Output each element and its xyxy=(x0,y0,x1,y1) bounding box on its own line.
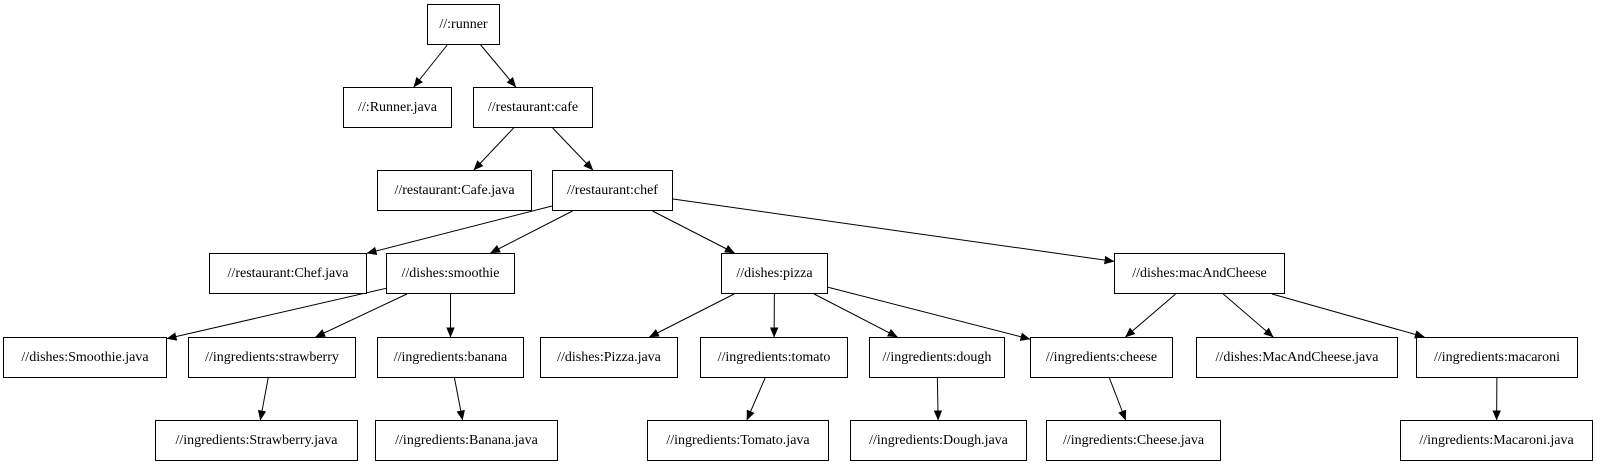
graph-node-chef: //restaurant:chef xyxy=(552,170,673,211)
graph-node-tomato: //ingredients:tomato xyxy=(700,337,848,378)
graph-edge-chef-to-chef-java xyxy=(366,205,553,256)
graph-edge-cafe-to-cafe-java xyxy=(473,127,514,171)
graph-node-mac-and-cheese-java: //dishes:MacAndCheese.java xyxy=(1196,337,1398,378)
graph-node-dough-java: //ingredients:Dough.java xyxy=(850,420,1027,461)
graph-node-smoothie-java: //dishes:Smoothie.java xyxy=(3,337,167,378)
graph-node-cafe-java: //restaurant:Cafe.java xyxy=(377,170,532,211)
graph-edge-banana-to-banana-java xyxy=(453,377,465,421)
graph-edge-mac-and-cheese-to-macaroni xyxy=(1271,293,1425,339)
graph-node-dough: //ingredients:dough xyxy=(869,337,1005,378)
graph-edge-dough-to-dough-java xyxy=(933,377,943,421)
graph-edge-cheese-to-cheese-java xyxy=(1108,377,1127,421)
graph-edge-pizza-to-cheese xyxy=(827,286,1031,341)
graph-node-macaroni: //ingredients:macaroni xyxy=(1416,337,1578,378)
graph-edge-pizza-to-pizza-java xyxy=(648,293,735,338)
graph-node-macaroni-java: //ingredients:Macaroni.java xyxy=(1400,420,1593,461)
graph-edge-runner-to-runner-java xyxy=(413,44,448,88)
graph-node-cafe: //restaurant:cafe xyxy=(473,87,593,128)
graph-node-cheese-java: //ingredients:Cheese.java xyxy=(1046,420,1221,461)
graph-edge-chef-to-smoothie xyxy=(490,210,573,254)
graph-node-tomato-java: //ingredients:Tomato.java xyxy=(647,420,829,461)
graph-node-strawberry-java: //ingredients:Strawberry.java xyxy=(155,420,358,461)
graph-node-runner-java: //:Runner.java xyxy=(343,87,452,128)
graph-node-banana-java: //ingredients:Banana.java xyxy=(375,420,558,461)
graph-edges xyxy=(166,44,1501,421)
graph-edge-smoothie-to-strawberry xyxy=(315,293,408,338)
graph-edge-smoothie-to-smoothie-java xyxy=(166,287,387,341)
graph-node-banana: //ingredients:banana xyxy=(377,337,524,378)
graph-edge-strawberry-to-strawberry-java xyxy=(257,377,269,421)
graph-edge-runner-to-cafe xyxy=(480,44,517,88)
graph-node-smoothie: //dishes:smoothie xyxy=(386,253,515,294)
graph-edge-cafe-to-chef xyxy=(552,127,594,171)
graph-node-strawberry: //ingredients:strawberry xyxy=(188,337,356,378)
graph-edge-mac-and-cheese-to-mac-and-cheese-java xyxy=(1222,293,1274,338)
graph-edge-chef-to-pizza xyxy=(652,210,735,254)
graph-node-cheese: //ingredients:cheese xyxy=(1030,337,1173,378)
graph-node-chef-java: //restaurant:Chef.java xyxy=(209,253,367,294)
graph-edge-tomato-to-tomato-java xyxy=(746,377,766,421)
graph-edge-mac-and-cheese-to-cheese xyxy=(1125,293,1176,338)
graph-node-pizza-java: //dishes:Pizza.java xyxy=(540,337,678,378)
graph-edge-chef-to-mac-and-cheese xyxy=(672,198,1115,265)
graph-edge-pizza-to-dough xyxy=(813,293,898,338)
graph-node-mac-and-cheese: //dishes:macAndCheese xyxy=(1114,253,1285,294)
graph-node-pizza: //dishes:pizza xyxy=(721,253,828,294)
graph-node-runner: //:runner xyxy=(427,4,500,45)
